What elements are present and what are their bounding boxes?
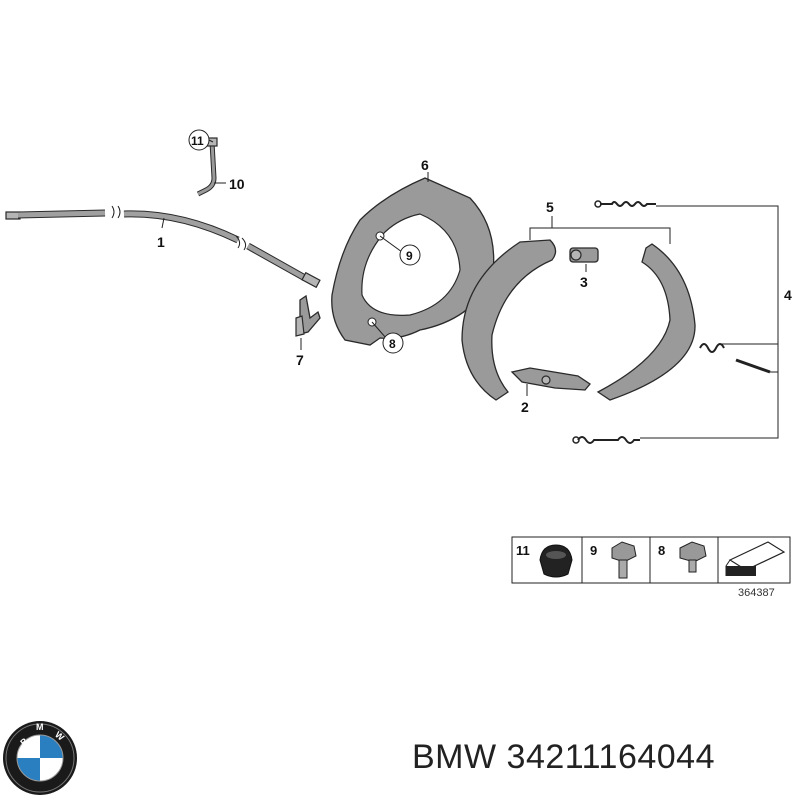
adjuster-part [569,247,599,263]
brake-shoe-left-part [461,239,557,401]
callout-11: 11 [191,134,204,148]
diagram-number: 364387 [738,587,775,599]
expander-lever-part [510,367,591,391]
callout-7: 7 [296,352,304,368]
spring-kit-part [572,200,771,444]
key-number-11: 11 [516,543,530,558]
clip-part [295,294,321,337]
callout-6: 6 [421,157,429,173]
callout-8: 8 [389,337,396,351]
callout-1: 1 [157,234,165,250]
brake-shoe-right-part [596,243,696,401]
callout-3: 3 [580,274,588,290]
callout-4: 4 [784,287,792,303]
callout-2: 2 [521,399,529,415]
parts-key-table: 11 9 8 [511,536,791,584]
logo-letter-b: B [18,736,30,748]
hex-bolt-icon [611,541,637,579]
key-number-9: 9 [590,543,597,558]
bmw-logo-icon: B M W [3,721,77,795]
key-number-8: 8 [658,543,665,558]
hex-bolt-short-icon [679,541,707,573]
parts-set-arrow-icon [725,541,786,576]
logo-letter-m: M [36,722,44,732]
cable-part [5,205,321,289]
callout-5: 5 [546,199,554,215]
rubber-grommet-icon [539,544,573,578]
callout-10: 10 [229,176,245,192]
part-number-caption: BMW 34211164044 [412,738,715,776]
callout-9: 9 [406,249,413,263]
